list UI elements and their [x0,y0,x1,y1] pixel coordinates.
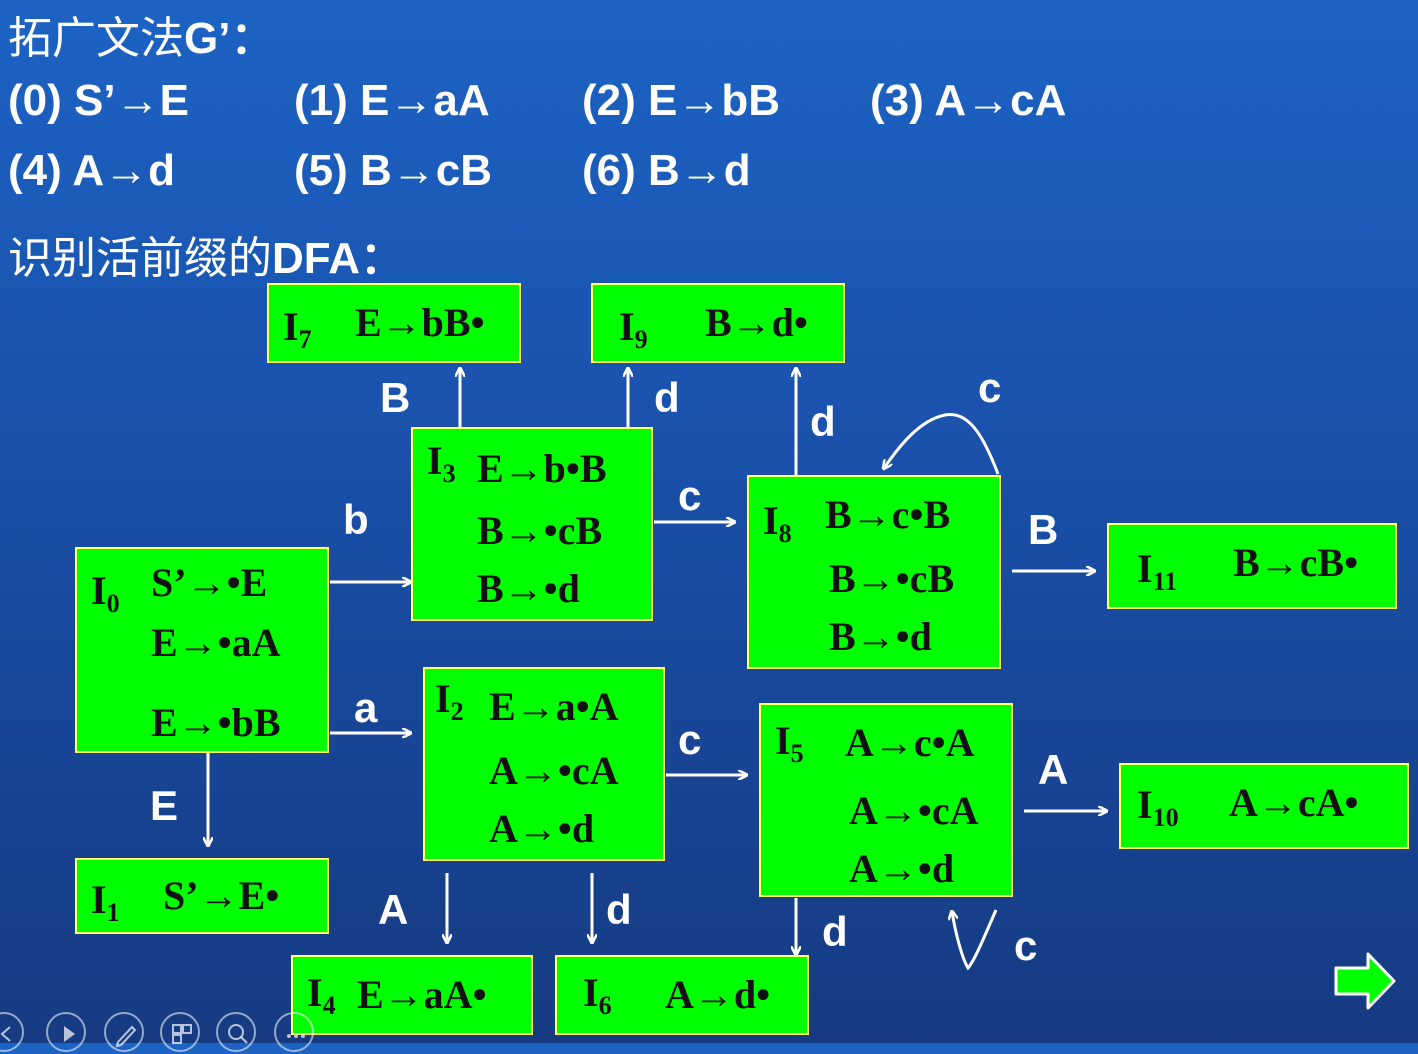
production-6: (6) B→d [582,146,751,195]
state-i0-item-1: S’→•E [151,560,268,605]
previous-icon[interactable] [0,1012,24,1052]
label-i5-i6: d [822,908,848,955]
label-i8-loop: c [978,364,1002,411]
state-i7-item-1: E→bB• [355,300,485,345]
label-i2-i5: c [678,716,702,763]
state-i2-item-2: A→•cA [489,748,619,793]
state-i4: I4 E→aA• [291,955,533,1035]
grammar-title: 拓广文法G’： [8,13,275,64]
state-i5-item-2: A→•cA [849,788,979,833]
label-i8-i11: B [1028,506,1059,553]
state-i7-name: I7 [283,304,312,354]
production-4: (4) A→d [8,146,176,195]
label-i0-i1: E [150,782,179,829]
state-i6: I6 A→d• [555,955,809,1035]
production-3: (3) A→cA [870,76,1067,125]
dfa-heading: 识别活前缀的DFA： [8,233,404,284]
state-i0-item-2: E→•aA [151,620,281,665]
state-i1-item-1: S’→E• [163,873,280,918]
state-i1: I1 S’→E• [75,858,329,934]
label-i2-i4: A [378,886,409,933]
state-i10: I10 A→cA• [1119,763,1409,849]
label-i3-i8: c [678,472,702,519]
arrow-i8-loop [884,413,1000,475]
next-slide-arrow-icon[interactable] [1334,950,1398,1017]
state-i2-item-1: E→a•A [489,684,619,729]
state-i4-name: I4 [307,970,336,1020]
label-i2-i6: d [606,886,632,933]
production-1: (1) E→aA [294,76,490,125]
pen-icon[interactable] [104,1012,144,1052]
production-2: (2) E→bB [582,76,780,125]
state-i7: I7 E→bB• [267,283,521,363]
label-i8-i9: d [810,398,836,445]
state-i0-item-3: E→•bB [151,700,281,745]
slides-icon[interactable] [160,1012,200,1052]
state-i3-item-2: B→•cB [477,508,603,553]
state-i0-name: I0 [91,568,120,618]
state-i3: I3 E→b•B B→•cB B→•d [411,427,653,621]
state-i11-name: I11 [1137,546,1178,596]
label-i3-i7: B [380,374,411,421]
label-i5-loop: c [1014,922,1038,969]
state-i5-item-1: A→c•A [845,720,975,765]
state-i5: I5 A→c•A A→•cA A→•d [759,703,1013,897]
play-icon[interactable] [46,1012,86,1052]
label-i0-i3: b [343,496,369,543]
state-i8-item-3: B→•d [829,614,932,659]
state-i11: I11 B→cB• [1107,523,1397,609]
state-i8: I8 B→c•B B→•cB B→•d [747,475,1001,669]
state-i9: I9 B→d• [591,283,845,363]
production-5: (5) B→cB [294,146,493,195]
state-i6-name: I6 [583,970,612,1020]
state-i4-item-1: E→aA• [357,972,487,1017]
state-i10-item-1: A→cA• [1229,780,1359,825]
state-i8-item-2: B→•cB [829,556,955,601]
state-i3-item-1: E→b•B [477,446,607,491]
more-icon[interactable] [274,1012,314,1052]
state-i3-item-3: B→•d [477,566,580,611]
state-i8-name: I8 [763,498,792,548]
state-i2-name: I2 [435,676,464,726]
production-0: (0) S’→E [8,76,189,125]
state-i5-item-3: A→•d [849,846,955,891]
arrow-i5-loop [952,910,998,971]
zoom-icon[interactable] [216,1012,256,1052]
state-i6-item-1: A→d• [665,972,771,1017]
state-i2-item-3: A→•d [489,806,595,851]
state-i1-name: I1 [91,877,120,927]
state-i0: I0 S’→•E E→•aA E→•bB [75,547,329,753]
state-i8-item-1: B→c•B [825,492,951,537]
label-i0-i2: a [354,684,378,731]
state-i5-name: I5 [775,718,804,768]
label-i5-i10: A [1038,746,1069,793]
label-i3-i9: d [654,374,680,421]
state-i3-name: I3 [427,438,456,488]
state-i10-name: I10 [1137,782,1179,832]
state-i2: I2 E→a•A A→•cA A→•d [423,667,665,861]
state-i9-name: I9 [619,304,648,354]
state-i9-item-1: B→d• [705,300,808,345]
state-i11-item-1: B→cB• [1233,540,1359,585]
